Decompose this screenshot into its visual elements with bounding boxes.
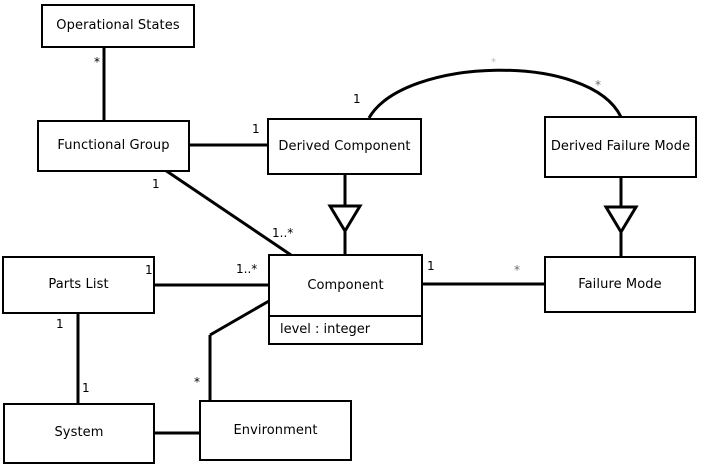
edge-environment-component-diagonal xyxy=(209,299,270,337)
multiplicity-component-failuremode-target: * xyxy=(514,263,520,277)
class-name-functional-group: Functional Group xyxy=(57,138,170,154)
class-name-derived-failure-mode: Derived Failure Mode xyxy=(550,139,691,155)
generalization-triangle-component xyxy=(327,204,363,234)
component-attribute-level: level : integer xyxy=(280,322,371,337)
multiplicity-functionalgroup-component-target: 1..* xyxy=(272,226,294,240)
class-box-derived-failure-mode[interactable]: Derived Failure Mode xyxy=(544,116,697,178)
class-box-component[interactable]: Component level : integer xyxy=(268,254,423,345)
component-attribute-compartment: level : integer xyxy=(270,315,421,342)
class-box-failure-mode[interactable]: Failure Mode xyxy=(544,256,696,313)
class-name-system: System xyxy=(54,424,104,440)
class-name-parts-list: Parts List xyxy=(48,277,109,293)
class-box-environment[interactable]: Environment xyxy=(199,400,352,461)
class-box-operational-states[interactable]: Operational States xyxy=(41,4,195,48)
multiplicity-environment-component-source: * xyxy=(194,375,200,389)
multiplicity-arc-source: 1 xyxy=(353,92,361,106)
multiplicity-functionalgroup-derivedcomponent: 1 xyxy=(252,122,260,136)
class-name-failure-mode: Failure Mode xyxy=(578,276,662,292)
class-name-environment: Environment xyxy=(233,422,318,438)
class-box-system[interactable]: System xyxy=(3,403,155,464)
multiplicity-arc-apex-marker: * xyxy=(491,57,496,68)
class-name-operational-states: Operational States xyxy=(56,18,180,34)
class-name-derived-component: Derived Component xyxy=(278,138,411,154)
class-box-parts-list[interactable]: Parts List xyxy=(2,256,155,314)
edge-functionalgroup-component xyxy=(164,168,292,257)
edge-derivedcomponent-derivedfailuremode-arc xyxy=(367,68,623,119)
multiplicity-arc-target: * xyxy=(595,78,601,92)
multiplicity-partslist-system-source: 1 xyxy=(56,317,64,331)
class-name-component: Component xyxy=(307,277,384,293)
class-box-functional-group[interactable]: Functional Group xyxy=(37,120,190,172)
generalization-triangle-failure-mode xyxy=(603,205,639,235)
multiplicity-opstates-star: * xyxy=(94,55,100,69)
multiplicity-partslist-system-target: 1 xyxy=(82,381,90,395)
multiplicity-functionalgroup-component-source: 1 xyxy=(152,177,160,191)
multiplicity-component-failuremode-source: 1 xyxy=(427,259,435,273)
multiplicity-partslist-component-source: 1 xyxy=(145,263,153,277)
multiplicity-partslist-component-target: 1..* xyxy=(236,262,258,276)
class-box-derived-component[interactable]: Derived Component xyxy=(267,118,422,175)
